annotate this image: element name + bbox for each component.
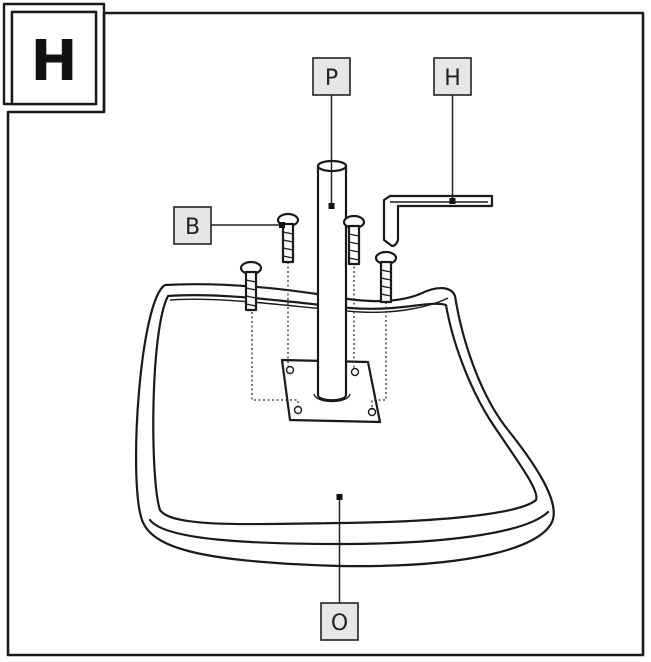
bolt-3 xyxy=(342,214,366,266)
callout-bolts-label: B xyxy=(185,215,200,240)
seat-rim xyxy=(152,293,538,526)
callout-hex-key-dot xyxy=(449,198,456,204)
plate-hole-2 xyxy=(350,367,360,377)
callout-seat-box xyxy=(320,602,359,641)
post-tube xyxy=(316,164,348,402)
hex-key xyxy=(382,194,494,248)
callout-post-label: P xyxy=(325,66,338,91)
callout-hex-key-box xyxy=(433,57,472,96)
seat-front-lip xyxy=(148,510,550,546)
bolt-1 xyxy=(239,260,263,312)
plate-hole-1 xyxy=(285,365,295,375)
seat-shadow-line xyxy=(169,297,449,314)
step-badge-letter: H xyxy=(31,29,78,94)
callout-seat-label: O xyxy=(331,611,348,636)
callout-seat-dot xyxy=(336,494,343,500)
callout-post-dot xyxy=(328,203,335,209)
plate-hole-4 xyxy=(367,407,377,417)
callout-post-box xyxy=(312,57,351,96)
callout-bolts-box xyxy=(173,206,212,245)
post-base-collar xyxy=(313,393,351,403)
alignment-line-4 xyxy=(371,302,387,410)
bolt-2 xyxy=(276,212,300,264)
step-badge xyxy=(10,10,98,106)
bolt-4 xyxy=(374,250,398,304)
seat-shell xyxy=(134,283,555,568)
callout-hex-key-label: H xyxy=(444,66,461,91)
callout-bolts-dot xyxy=(279,222,285,228)
